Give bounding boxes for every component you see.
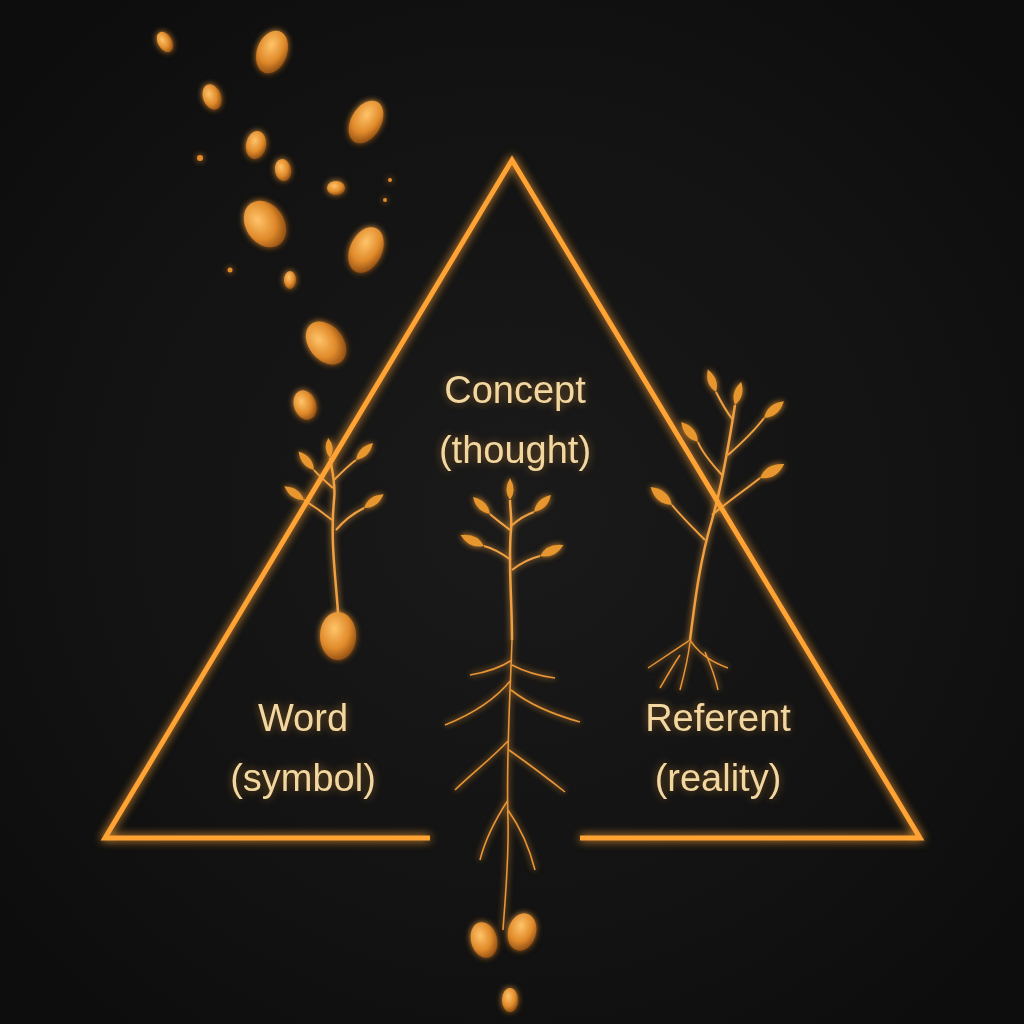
root <box>445 640 580 930</box>
seed <box>284 271 296 289</box>
sprout-stem <box>484 512 540 570</box>
sprout-stem <box>672 392 764 540</box>
leaf <box>704 368 720 393</box>
seed <box>502 988 518 1012</box>
triangle-border <box>105 160 920 838</box>
leaf <box>362 491 386 511</box>
seed <box>250 26 293 78</box>
seed <box>235 193 295 256</box>
root <box>648 640 728 690</box>
seed <box>290 387 321 423</box>
seed-speck <box>383 198 387 202</box>
leaf <box>538 541 565 560</box>
seed <box>199 82 225 113</box>
seed <box>244 129 269 160</box>
sprout-stem <box>510 500 512 640</box>
seed <box>341 221 390 278</box>
vertex-label: Word (symbol) <box>203 688 403 808</box>
leaf <box>459 531 486 550</box>
leaf <box>731 381 745 406</box>
vertex-label: Concept (thought) <box>415 360 615 480</box>
triangle-node: Concept (thought) Word (symbol) Referent (… <box>105 160 920 838</box>
leaf <box>761 398 787 422</box>
seed <box>504 910 541 954</box>
triangle-outline <box>105 160 920 838</box>
sprout-stem <box>330 458 338 613</box>
vertex-label: Referent (reality) <box>618 688 818 808</box>
leaf <box>758 460 787 483</box>
leaf <box>507 478 514 500</box>
leaf <box>647 483 675 509</box>
seed <box>467 919 501 961</box>
seed <box>298 314 355 373</box>
seed <box>273 158 293 182</box>
seed <box>320 612 356 660</box>
seed-speck <box>388 178 392 182</box>
seed-speck <box>228 268 233 273</box>
leaf <box>470 494 493 517</box>
leaf <box>531 492 554 515</box>
seed <box>153 29 176 55</box>
seed <box>342 95 391 150</box>
seed-speck <box>197 155 203 161</box>
leaf <box>353 440 376 463</box>
leaf <box>296 449 318 473</box>
leaf <box>282 483 306 503</box>
seed <box>327 181 345 195</box>
